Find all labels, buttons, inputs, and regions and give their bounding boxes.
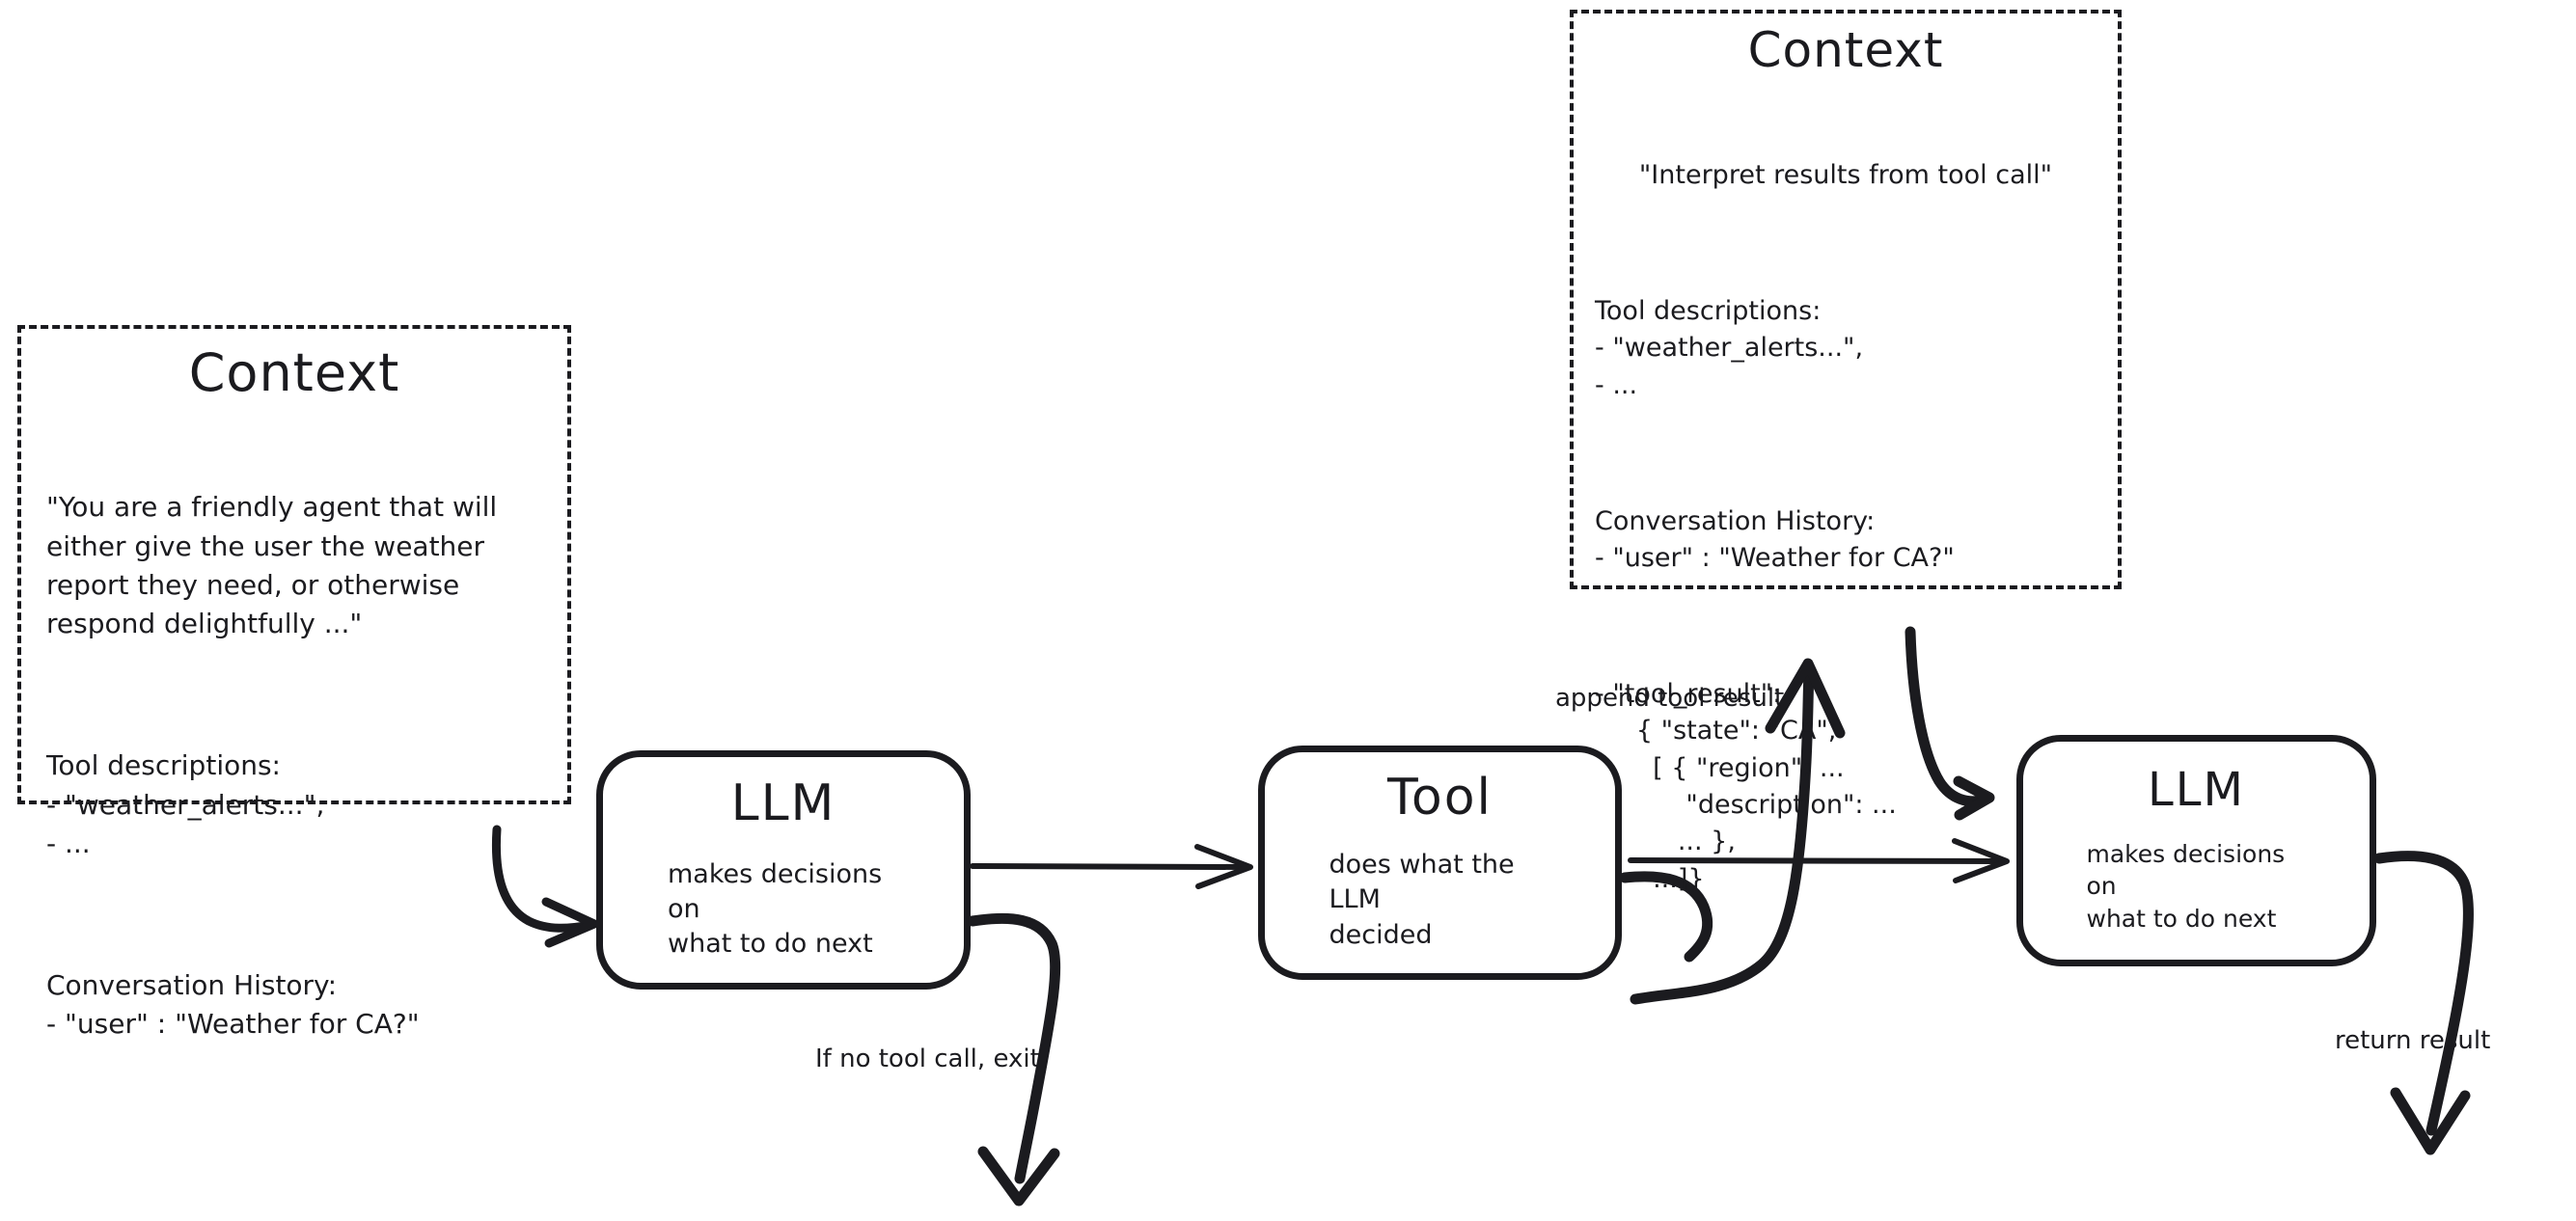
context-right-tool-descriptions: Tool descriptions: - "weather_alerts...",… bbox=[1595, 293, 2096, 404]
context-left-body: "You are a friendly agent that will eith… bbox=[21, 411, 567, 1131]
edge-label-if-no-tool-call-exit: If no tool call, exit bbox=[815, 1045, 1040, 1073]
node-tool-subtitle-wrap: does what the LLM decided bbox=[1329, 848, 1551, 953]
context-card-left: Context "You are a friendly agent that w… bbox=[17, 325, 571, 1040]
node-tool-subtitle: does what the LLM decided bbox=[1329, 850, 1515, 950]
context-right-system-prompt: "Interpret results from tool call" bbox=[1638, 160, 2053, 191]
context-left-tool-descriptions-heading: Tool descriptions: bbox=[46, 749, 281, 782]
context-left-conversation-list: - "user" : "Weather for CA?" bbox=[46, 1008, 420, 1041]
edge-label-return-result: return result bbox=[2335, 1026, 2491, 1055]
context-right-conversation-user: - "user" : "Weather for CA?" bbox=[1595, 543, 1955, 574]
edge-label-append-tool-result: append tool result bbox=[1555, 684, 1785, 713]
node-llm-first-title: LLM bbox=[730, 773, 836, 832]
node-tool[interactable]: Tool does what the LLM decided bbox=[1258, 746, 1622, 980]
node-llm-second-subtitle: makes decisions on what to do next bbox=[2086, 839, 2286, 933]
node-llm-second[interactable]: LLM makes decisions on what to do next bbox=[2016, 735, 2376, 966]
node-llm-first-subtitle: makes decisions on what to do next bbox=[668, 858, 883, 960]
context-left-conversation: Conversation History: - "user" : "Weather… bbox=[46, 966, 542, 1045]
node-llm-second-title: LLM bbox=[2148, 762, 2245, 817]
context-right-tool-descriptions-list: - "weather_alerts...", - ... bbox=[1595, 333, 1864, 400]
node-llm-first[interactable]: LLM makes decisions on what to do next bbox=[596, 750, 971, 990]
context-right-tool-descriptions-heading: Tool descriptions: bbox=[1595, 296, 1822, 327]
context-left-system-prompt: "You are a friendly agent that will eith… bbox=[46, 491, 507, 640]
context-left-title: Context bbox=[188, 342, 400, 403]
context-right-conversation: Conversation History: - "user" : "Weather… bbox=[1595, 503, 2096, 578]
context-right-body: "Interpret results from tool call" Tool … bbox=[1574, 84, 2118, 978]
context-right-title: Context bbox=[1747, 22, 1944, 78]
context-right-tool-result: - "tool_result": { "state": "CA", [ { "r… bbox=[1595, 679, 1897, 894]
context-left-tool-descriptions: Tool descriptions: - "weather_alerts...",… bbox=[46, 746, 542, 863]
node-llm-first-subtitle-wrap: makes decisions on what to do next bbox=[668, 857, 899, 963]
node-tool-title: Tool bbox=[1386, 769, 1493, 828]
context-right-conversation-heading: Conversation History: bbox=[1595, 505, 1876, 536]
context-card-right: Context "Interpret results from tool cal… bbox=[1570, 10, 2122, 894]
arrow-llm-to-tool bbox=[970, 844, 1253, 889]
arrow-llm2-return bbox=[2373, 851, 2474, 1155]
context-left-conversation-heading: Conversation History: bbox=[46, 968, 338, 1001]
context-left-tool-descriptions-list: - "weather_alerts...", - ... bbox=[46, 788, 325, 859]
node-llm-second-subtitle-wrap: makes decisions on what to do next bbox=[2087, 838, 2307, 936]
